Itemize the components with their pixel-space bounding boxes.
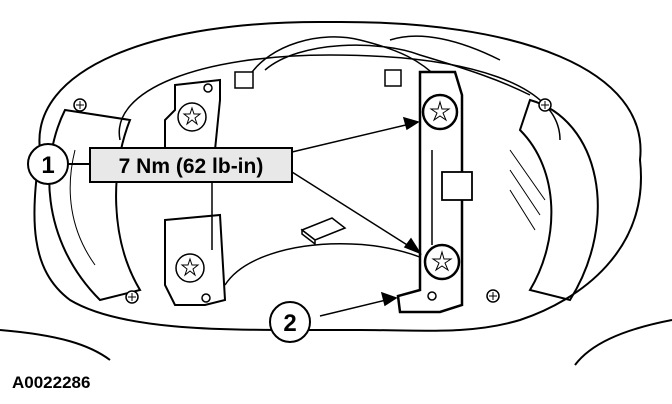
callout-2-number: 2 <box>283 310 296 337</box>
wire-harness <box>249 35 531 96</box>
torque-label-box <box>89 147 293 183</box>
callout-1: 1 7 Nm (62 lb-in) <box>27 143 293 185</box>
callout-2: 2 <box>269 301 311 343</box>
screws <box>73 83 552 304</box>
bolt-upper-left <box>177 102 207 132</box>
bolt-upper-right <box>421 93 459 131</box>
leader-lines <box>291 116 422 317</box>
callout-1-number: 1 <box>41 152 54 179</box>
left-spoke-buttons <box>48 108 142 302</box>
callout-2-circle <box>269 301 311 343</box>
bolt-lower-right <box>423 243 461 281</box>
airbag-module-bolts <box>175 93 461 283</box>
right-spoke-buttons <box>509 98 599 302</box>
steering-wheel-outline <box>0 20 672 366</box>
center-clip <box>300 217 347 246</box>
bolt-lower-left <box>175 253 205 283</box>
torque-spec-label: 7 Nm (62 lb-in) <box>119 155 264 178</box>
figure-id-code: A0022286 <box>12 373 90 392</box>
upper-connector <box>234 69 402 89</box>
